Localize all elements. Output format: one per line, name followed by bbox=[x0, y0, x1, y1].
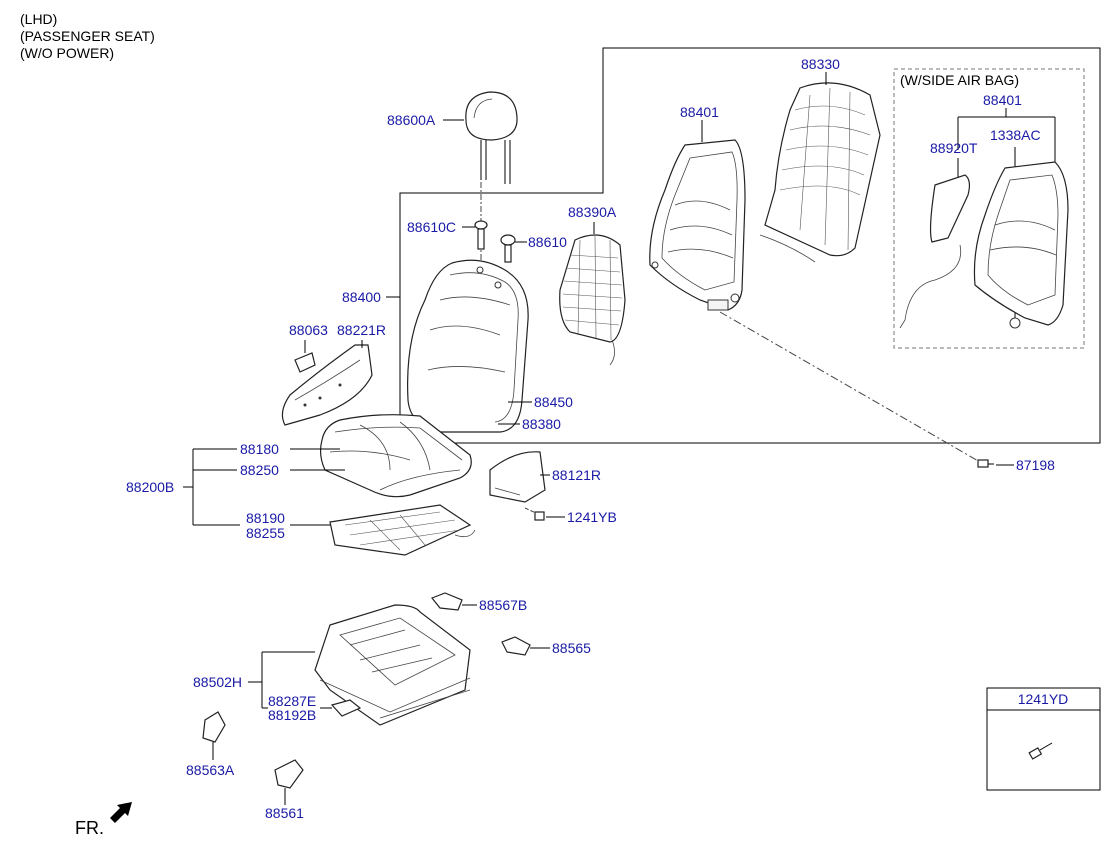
legend-box-1241YD: 1241YD bbox=[986, 687, 1101, 791]
label-88920T[interactable]: 88920T bbox=[930, 140, 978, 156]
label-88401-inset[interactable]: 88401 bbox=[983, 92, 1022, 108]
screw-1241YB bbox=[524, 507, 545, 521]
seatback-frame-88401 bbox=[649, 139, 746, 311]
back-pad-88390A bbox=[559, 234, 626, 366]
module-88192B bbox=[330, 699, 362, 717]
bolt-87198 bbox=[977, 459, 994, 468]
cover-88563A bbox=[202, 711, 226, 743]
cover-88565 bbox=[501, 636, 531, 656]
fr-label: FR. bbox=[75, 818, 104, 838]
seat-cushion bbox=[319, 414, 472, 498]
label-88563A[interactable]: 88563A bbox=[186, 762, 235, 778]
screw-icon bbox=[1028, 742, 1053, 760]
cover-88561 bbox=[274, 759, 304, 789]
header-wo-power: (W/O POWER) bbox=[20, 45, 114, 61]
cushion-pan bbox=[329, 504, 476, 556]
label-88287E[interactable]: 88287E bbox=[268, 693, 316, 709]
label-88255[interactable]: 88255 bbox=[246, 525, 285, 541]
legend-title: 1241YD bbox=[1018, 691, 1069, 707]
label-88380[interactable]: 88380 bbox=[522, 416, 561, 432]
side-airbag-inset bbox=[893, 68, 1085, 349]
cover-88567B bbox=[431, 592, 463, 611]
seatback-cover bbox=[407, 259, 529, 433]
label-1241YB[interactable]: 1241YB bbox=[567, 509, 617, 525]
label-88063[interactable]: 88063 bbox=[289, 322, 328, 338]
fr-arrow-icon bbox=[110, 802, 132, 823]
label-87198[interactable]: 87198 bbox=[1016, 457, 1055, 473]
headrest-guide-88610C bbox=[474, 220, 488, 250]
label-88450[interactable]: 88450 bbox=[534, 394, 573, 410]
side-cover-88121R bbox=[489, 451, 546, 503]
label-88221R[interactable]: 88221R bbox=[337, 322, 386, 338]
label-88567B[interactable]: 88567B bbox=[479, 597, 527, 613]
label-88401[interactable]: 88401 bbox=[680, 104, 719, 120]
label-88600A[interactable]: 88600A bbox=[387, 112, 436, 128]
inset-title: (W/SIDE AIR BAG) bbox=[900, 72, 1019, 88]
label-1338AC[interactable]: 1338AC bbox=[990, 127, 1041, 143]
label-88180[interactable]: 88180 bbox=[240, 441, 279, 457]
label-88330[interactable]: 88330 bbox=[801, 56, 840, 72]
header-lhd: (LHD) bbox=[20, 11, 57, 27]
clip-88063 bbox=[294, 352, 316, 373]
label-88610[interactable]: 88610 bbox=[528, 234, 567, 250]
label-88565[interactable]: 88565 bbox=[552, 640, 591, 656]
label-88200B[interactable]: 88200B bbox=[126, 479, 174, 495]
inset-frame bbox=[973, 161, 1069, 329]
label-88121R[interactable]: 88121R bbox=[552, 467, 601, 483]
label-88190[interactable]: 88190 bbox=[246, 510, 285, 526]
header-passenger-seat: (PASSENGER SEAT) bbox=[20, 28, 155, 44]
label-88502H[interactable]: 88502H bbox=[193, 674, 242, 690]
seatback-group-frame bbox=[399, 47, 1101, 444]
seat-track-88502H bbox=[314, 604, 471, 726]
label-88561[interactable]: 88561 bbox=[265, 805, 304, 821]
headrest-guide-88610 bbox=[500, 234, 516, 263]
side-airbag-module bbox=[899, 174, 971, 329]
recliner-cover-88221R bbox=[281, 344, 373, 426]
label-88250[interactable]: 88250 bbox=[240, 462, 279, 478]
dash-87198 bbox=[719, 311, 981, 463]
headrest bbox=[465, 91, 518, 184]
label-88400[interactable]: 88400 bbox=[342, 289, 381, 305]
label-88610C[interactable]: 88610C bbox=[407, 219, 456, 235]
label-88390A[interactable]: 88390A bbox=[568, 204, 617, 220]
label-88192B[interactable]: 88192B bbox=[268, 707, 316, 723]
back-board-88330 bbox=[759, 82, 881, 263]
